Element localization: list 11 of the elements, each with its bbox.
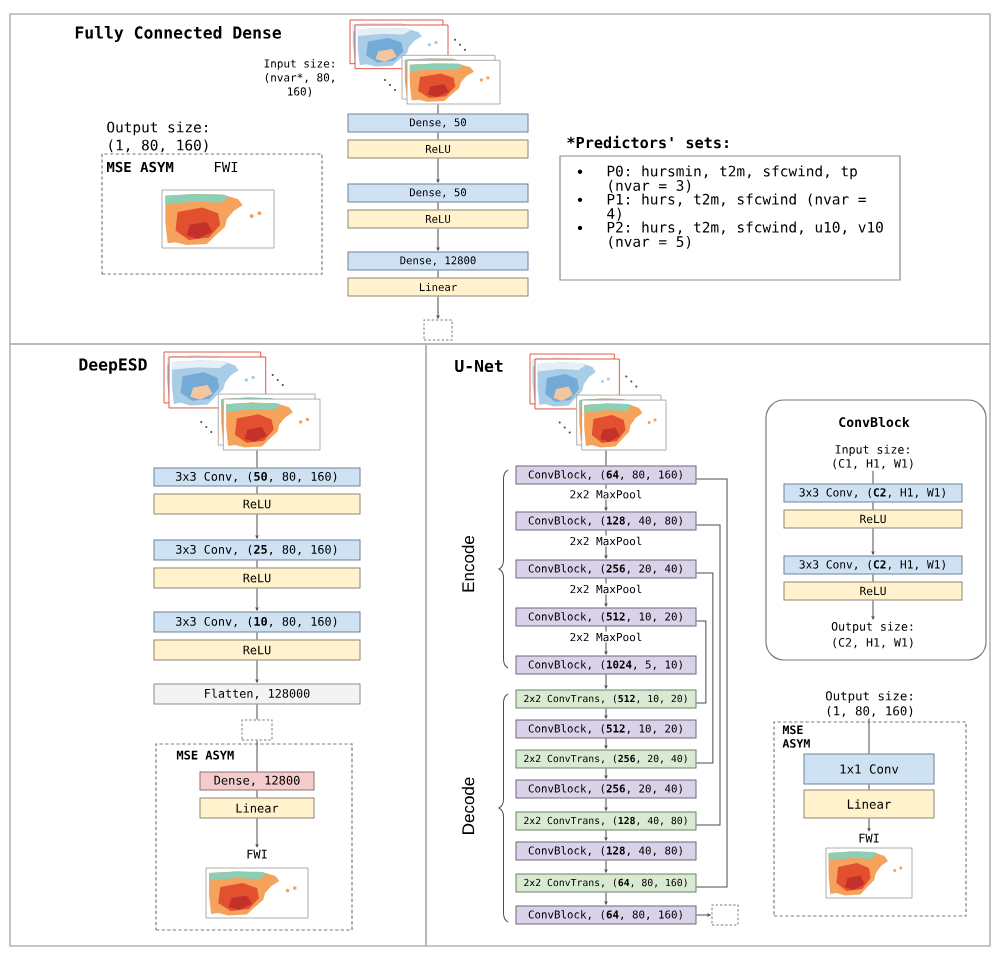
map-stack bbox=[163, 351, 321, 451]
map-stack bbox=[529, 353, 667, 451]
map-stack bbox=[349, 19, 501, 105]
panel-title: DeepESD bbox=[79, 358, 147, 374]
dashed-box bbox=[711, 904, 739, 926]
brace-label: Encode bbox=[461, 535, 475, 592]
dashed-box bbox=[241, 719, 273, 741]
panel-title: Fully Connected Dense bbox=[75, 26, 282, 42]
dashed-box bbox=[423, 319, 453, 341]
panel-title: U-Net bbox=[455, 359, 503, 373]
brace-label: Decode bbox=[461, 777, 475, 834]
